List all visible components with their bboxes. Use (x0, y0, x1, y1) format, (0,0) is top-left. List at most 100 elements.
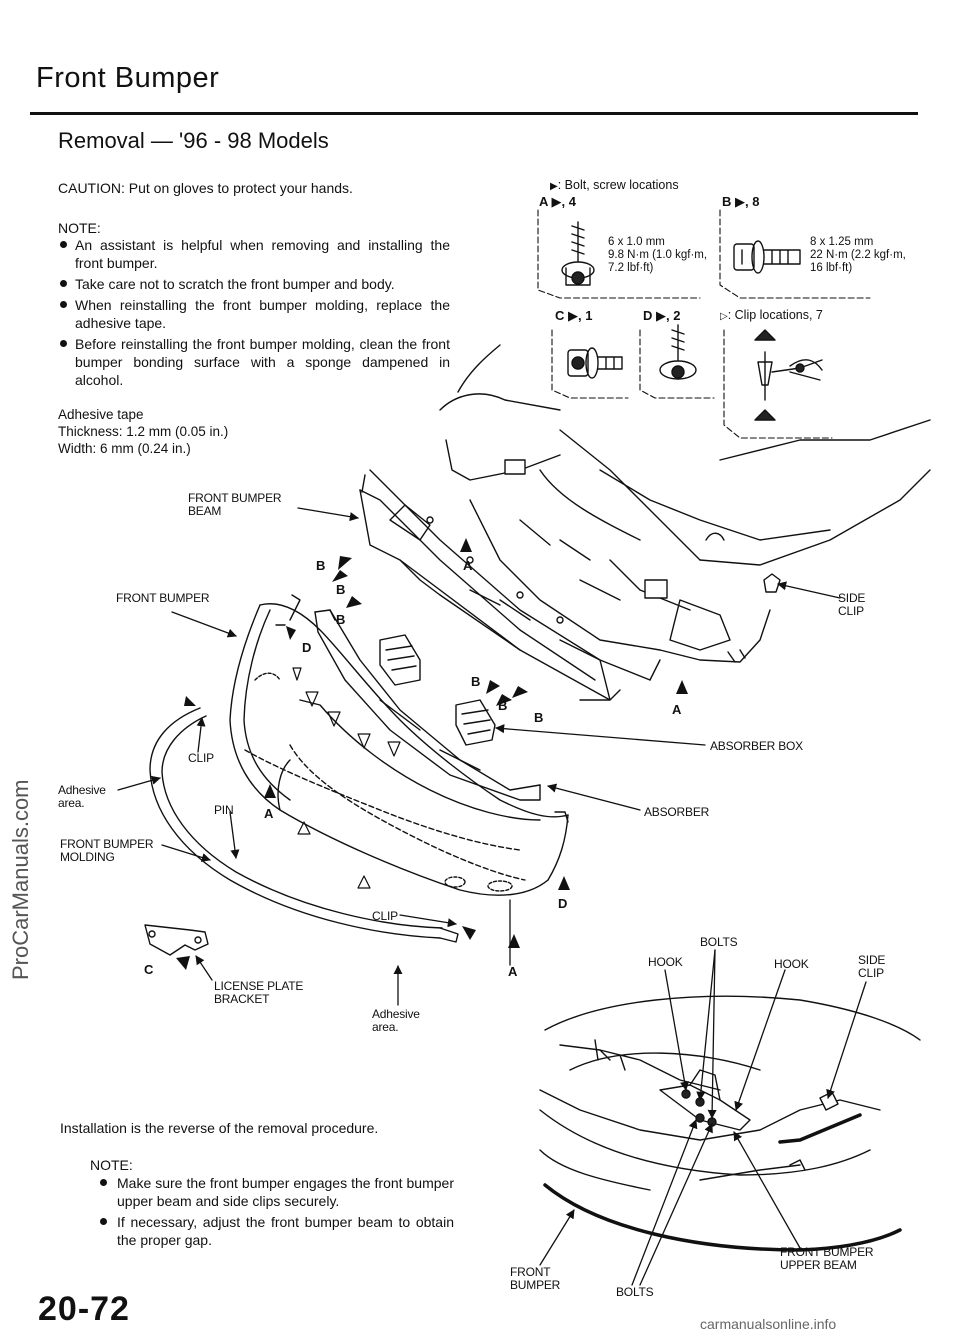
front-bumper (229, 594, 569, 896)
installation-note-item: Make sure the front bumper engages the f… (98, 1174, 454, 1210)
spec-a: 6 x 1.0 mm 9.8 N·m (1.0 kgf·m, 7.2 lbf·f… (608, 236, 707, 275)
spec-b-torque-lbf: 16 lbf·ft) (810, 262, 853, 274)
legend-c1: C ▶, 1 (555, 308, 593, 323)
callout-b: B (498, 698, 508, 713)
label-line: area. (372, 1020, 399, 1034)
label-front-bumper: FRONT BUMPER (116, 591, 210, 605)
label-line: Adhesive (58, 783, 106, 797)
callout-b: B (471, 674, 481, 689)
spec-b: 8 x 1.25 mm 22 N·m (2.2 kgf·m, 16 lbf·ft… (810, 236, 906, 275)
side-watermark: ProCarManuals.com (8, 779, 33, 980)
label-front-bumper-beam: FRONT BUMPER BEAM (188, 491, 282, 518)
screw-d-icon (659, 324, 697, 380)
footer-watermark: carmanualsonline.info (700, 1316, 837, 1332)
note-item: An assistant is helpful when removing an… (58, 236, 450, 272)
label-line: FRONT BUMPER (188, 491, 282, 505)
callout-a: A (508, 964, 518, 979)
page-title: Front Bumper (36, 62, 220, 94)
callout-b: B (336, 582, 346, 597)
spec-b-size: 8 x 1.25 mm (810, 236, 874, 248)
callout-b: B (534, 710, 544, 725)
bolt-a-icon (561, 221, 595, 286)
clip-location-legend: ▷: Clip locations, 7 (720, 308, 823, 322)
adhesive-tape-spec: Adhesive tape Thickness: 1.2 mm (0.05 in… (58, 406, 228, 457)
note-list: An assistant is helpful when removing an… (58, 236, 450, 392)
callout-a: A (672, 702, 682, 717)
label-line: Adhesive (372, 1007, 420, 1021)
label-line: BUMPER (510, 1278, 561, 1292)
license-plate-bracket (144, 924, 209, 956)
legend-d2: D ▶, 2 (643, 308, 681, 323)
callout-a: A (463, 558, 473, 573)
note-item: Take care not to scratch the front bumpe… (58, 275, 450, 293)
label-line: UPPER BEAM (780, 1258, 857, 1272)
label-line: MOLDING (60, 850, 115, 864)
label-bolts-upper: BOLTS (700, 935, 738, 949)
label-absorber: ABSORBER (644, 805, 710, 819)
label-pin: PIN (214, 803, 234, 817)
note-heading: NOTE: (58, 220, 101, 236)
legend-fastener-boxes (537, 209, 871, 439)
label-line: CLIP (858, 966, 884, 980)
label-front-bumper-upper-beam: FRONT BUMPER UPPER BEAM (780, 1245, 874, 1272)
label-clip-upper: CLIP (188, 751, 214, 765)
bolt-b-icon (733, 240, 801, 274)
legend-a4: A ▶, 4 (539, 194, 576, 209)
callout-b: B (336, 612, 346, 627)
clip-icon (754, 329, 823, 421)
installation-note-heading: NOTE: (90, 1157, 133, 1173)
installation-diagram (539, 995, 921, 1252)
label-adhesive-area-left: Adhesive area. (58, 784, 106, 810)
front-bumper-beam (359, 469, 661, 701)
label-side-clip: SIDE CLIP (838, 592, 865, 618)
label-front-bumper-install: FRONT BUMPER (510, 1266, 560, 1292)
label-line: SIDE (838, 591, 866, 605)
label-adhesive-area-lower: Adhesive area. (372, 1008, 420, 1034)
adhesive-tape-thickness: Thickness: 1.2 mm (0.05 in.) (58, 424, 229, 439)
label-line: CLIP (838, 604, 864, 618)
callout-c: C (144, 962, 154, 977)
label-line: FRONT (510, 1265, 551, 1279)
label-absorber-box: ABSORBER BOX (710, 739, 803, 753)
front-bumper-molding (149, 707, 459, 943)
label-line: SIDE (858, 953, 886, 967)
label-hook-left: HOOK (648, 955, 683, 969)
label-bolts-lower: BOLTS (616, 1285, 654, 1299)
caution-text: CAUTION: Put on gloves to protect your h… (58, 180, 353, 196)
spec-a-torque: 9.8 N·m (1.0 kgf·m, (608, 249, 708, 261)
callout-d: D (558, 896, 568, 911)
callout-a: A (264, 806, 274, 821)
callout-b: B (316, 558, 326, 573)
adhesive-tape-title: Adhesive tape (58, 407, 144, 422)
title-rule (30, 112, 918, 115)
callout-d: D (302, 640, 312, 655)
clip-location-triangles (292, 667, 401, 889)
page-number: 20-72 (38, 1290, 130, 1328)
spec-a-size: 6 x 1.0 mm (608, 236, 665, 248)
car-body-outline (439, 344, 931, 663)
label-clip-lower: CLIP (372, 909, 398, 923)
label-license-plate-bracket: LICENSE PLATE BRACKET (214, 980, 303, 1006)
label-front-bumper-molding: FRONT BUMPER MOLDING (60, 838, 154, 864)
label-line: FRONT BUMPER (780, 1245, 874, 1259)
installation-note-list: Make sure the front bumper engages the f… (98, 1174, 454, 1252)
absorber-box-pair (379, 634, 496, 746)
fastener-markers (176, 538, 688, 970)
label-hook-right: HOOK (774, 957, 809, 971)
label-line: BRACKET (214, 992, 270, 1006)
label-line: area. (58, 796, 85, 810)
section-subtitle: Removal — '96 - 98 Models (58, 128, 329, 153)
installation-text: Installation is the reverse of the remov… (60, 1120, 379, 1136)
label-line: LICENSE PLATE (214, 979, 304, 993)
bolt-location-legend-text: : Bolt, screw locations (557, 178, 679, 192)
label-side-clip-install: SIDE CLIP (858, 954, 885, 980)
spec-b-torque: 22 N·m (2.2 kgf·m, (810, 249, 906, 261)
legend-b8: B ▶, 8 (722, 194, 760, 209)
clip-location-legend-text: : Clip locations, 7 (727, 308, 823, 322)
leader-lines (117, 507, 867, 1286)
label-line: BEAM (188, 504, 222, 518)
bolt-location-legend: ▶: Bolt, screw locations (550, 178, 679, 192)
note-item: When reinstalling the front bumper moldi… (58, 296, 450, 332)
note-item: Before reinstalling the front bumper mol… (58, 335, 450, 389)
